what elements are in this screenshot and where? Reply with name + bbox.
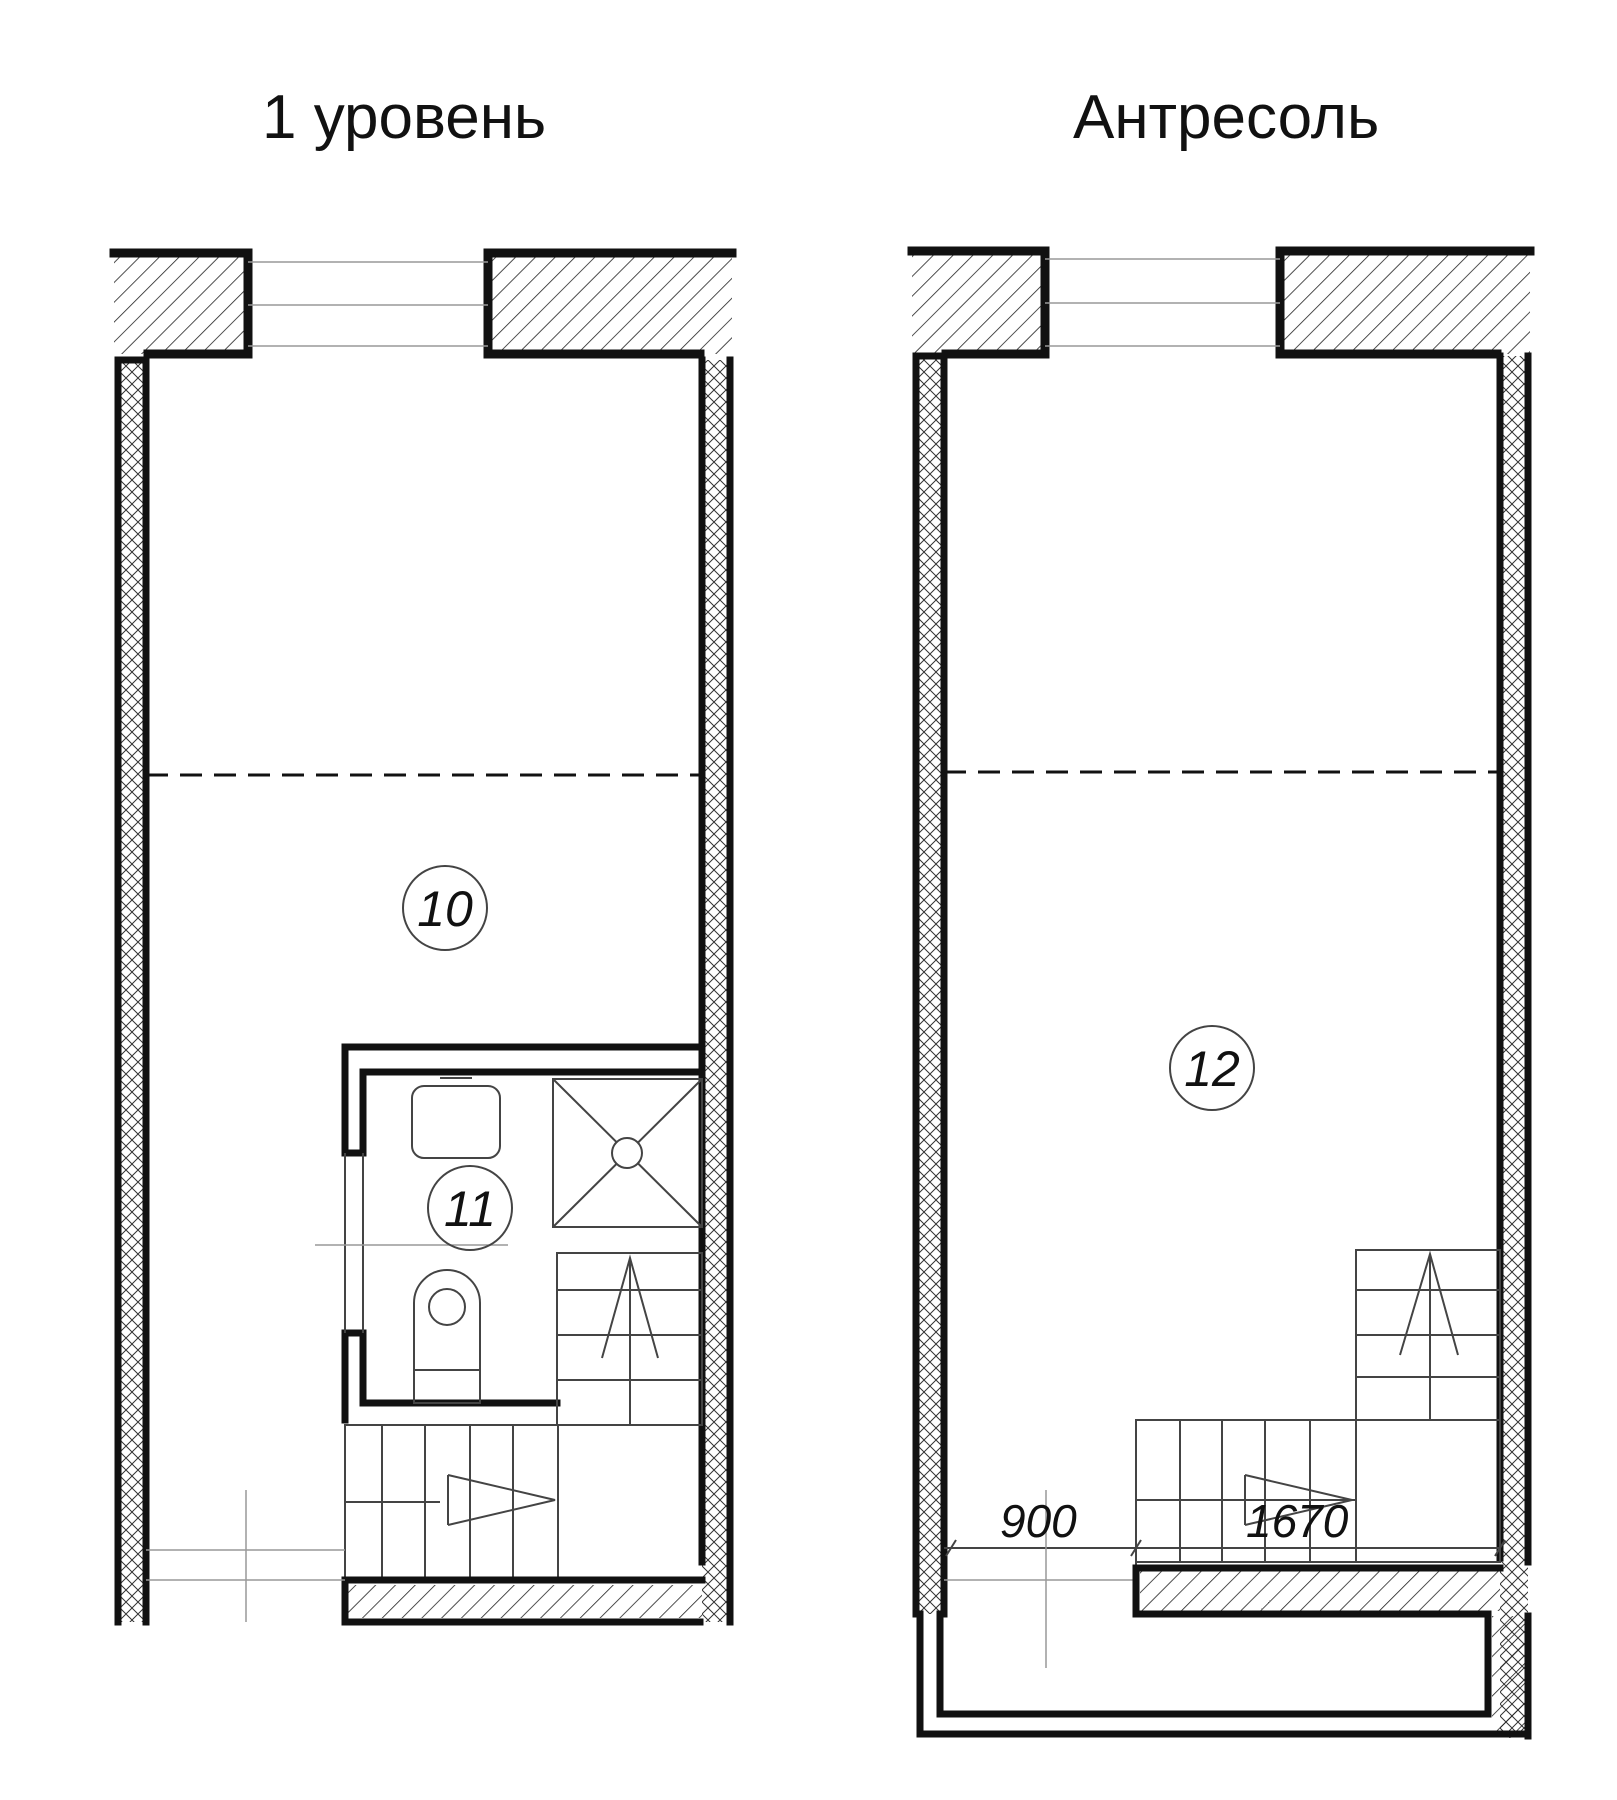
room-marker-12: 12: [1169, 1025, 1255, 1111]
plan-mezzanine: 900 1670 12: [907, 246, 1535, 1740]
room-marker-10: 10: [402, 865, 488, 951]
left-wall: [916, 356, 944, 1614]
top-wall-left: [912, 251, 1045, 354]
bottom-wall: [1140, 1568, 1500, 1611]
dimension-1670: 1670: [1246, 1495, 1349, 1547]
shower-tray: [552, 1078, 703, 1228]
bottom-wall: [348, 1585, 702, 1618]
svg-text:12: 12: [1184, 1041, 1240, 1097]
svg-text:11: 11: [444, 1181, 496, 1237]
stair-horizontal: [1135, 1419, 1501, 1563]
stair-vertical: [1355, 1249, 1501, 1421]
bathroom-walls: [341, 1043, 706, 1424]
sink-fixture: [411, 1077, 501, 1159]
svg-text:10: 10: [417, 881, 473, 937]
plan-title-mezzanine: Антресоль: [1073, 83, 1380, 152]
top-wall-left: [114, 253, 248, 354]
window-opening: [248, 261, 488, 347]
room-marker-11: 11: [427, 1165, 513, 1251]
toilet-fixture: [413, 1269, 481, 1404]
plan-level-1: 10 11: [109, 248, 737, 1626]
right-wall: [702, 360, 730, 1622]
left-wall: [118, 360, 146, 1622]
stair-vertical: [556, 1252, 703, 1426]
dimension-line: 900 1670: [944, 1490, 1506, 1668]
dimension-900: 900: [1000, 1495, 1077, 1547]
window-opening: [1045, 258, 1280, 347]
plan-title-level-1: 1 уровень: [262, 83, 547, 152]
right-wall: [1500, 356, 1528, 1731]
stair-horizontal: [344, 1424, 702, 1581]
top-wall-right: [1280, 251, 1530, 354]
top-wall-right: [488, 253, 732, 354]
balcony: [916, 1610, 1532, 1740]
